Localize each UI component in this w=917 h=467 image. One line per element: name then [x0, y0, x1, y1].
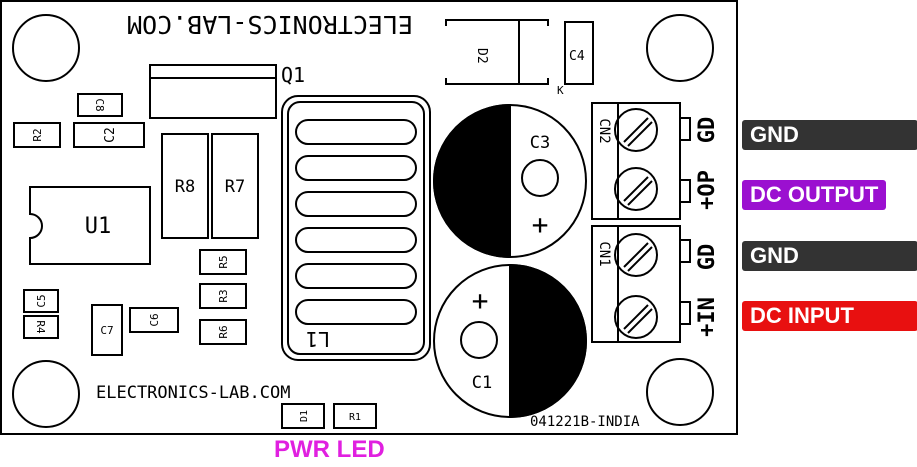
c7-label: C7 — [100, 324, 113, 337]
c3-plus: + — [532, 208, 549, 241]
c6-capacitor — [129, 307, 179, 333]
r6-label: R6 — [217, 325, 230, 338]
d2-diode — [445, 19, 549, 85]
c4-label: C4 — [569, 49, 585, 64]
r6-resistor — [199, 319, 247, 345]
r4-label: R4 — [34, 320, 47, 334]
d1-led — [281, 403, 325, 429]
q1-transistor — [149, 64, 277, 119]
c6-label: C6 — [148, 313, 161, 326]
r2-label: R2 — [31, 128, 44, 141]
c1-plus: + — [472, 284, 489, 317]
board-outline — [0, 0, 738, 435]
c2-capacitor — [73, 122, 145, 148]
r5-label: R5 — [217, 255, 230, 268]
r2-resistor — [13, 122, 61, 148]
c1-capacitor — [433, 263, 587, 419]
c5-capacitor — [23, 289, 59, 313]
brand-top: ELECTRONICS-LAB.COM — [127, 10, 413, 39]
r8-resistor — [161, 133, 209, 239]
mount-hole-bl — [12, 360, 80, 428]
r7-label: R7 — [225, 177, 245, 197]
c5-label: C5 — [35, 294, 48, 307]
gnd-bottom-label: GND — [742, 241, 917, 271]
c3-label: C3 — [530, 133, 550, 153]
r1-resistor — [333, 403, 377, 429]
board-code: 041221B-INDIA — [530, 414, 640, 430]
cn1-terminal — [591, 225, 691, 343]
c2-label: C2 — [103, 127, 118, 143]
r8-label: R8 — [175, 177, 195, 197]
cn2-label: CN2 — [596, 118, 612, 143]
c4-capacitor — [564, 21, 594, 85]
d1-label: D1 — [299, 410, 310, 422]
u1-label: U1 — [85, 214, 112, 239]
k-label: K — [557, 84, 564, 97]
r3-resistor — [199, 283, 247, 309]
u1-ic — [29, 186, 151, 265]
dc-output-label: DC OUTPUT — [742, 180, 887, 210]
terminal-op: +OP — [695, 170, 720, 210]
terminal-gd-top: GD — [695, 117, 720, 144]
r3-label: R3 — [217, 289, 230, 302]
c3-capacitor — [433, 103, 587, 259]
r4-resistor — [23, 315, 59, 339]
c8-capacitor — [77, 93, 123, 117]
mount-hole-br — [646, 358, 714, 426]
c1-label: C1 — [472, 373, 492, 393]
terminal-gd-bottom: GD — [695, 244, 720, 271]
r7-resistor — [211, 133, 259, 239]
brand-bottom: ELECTRONICS-LAB.COM — [96, 383, 290, 403]
mount-hole-tl — [12, 14, 80, 82]
c8-label: C8 — [93, 98, 106, 111]
terminal-in: +IN — [695, 297, 720, 337]
gnd-top-label: GND — [742, 120, 917, 150]
pcb-board: ELECTRONICS-LAB.COM ELECTRONICS-LAB.COM … — [0, 0, 738, 435]
c7-capacitor — [91, 304, 123, 356]
d2-label: D2 — [474, 48, 489, 64]
r5-resistor — [199, 249, 247, 275]
q1-label: Q1 — [281, 63, 305, 87]
dc-input-label: DC INPUT — [742, 301, 917, 331]
l1-inductor — [281, 95, 431, 361]
mount-hole-tr — [646, 14, 714, 82]
r1-label: R1 — [349, 412, 361, 423]
l1-label: L1 — [306, 327, 330, 351]
cn1-label: CN1 — [596, 241, 612, 266]
pwr-led-label: PWR LED — [274, 436, 385, 463]
cn2-terminal — [591, 102, 691, 220]
